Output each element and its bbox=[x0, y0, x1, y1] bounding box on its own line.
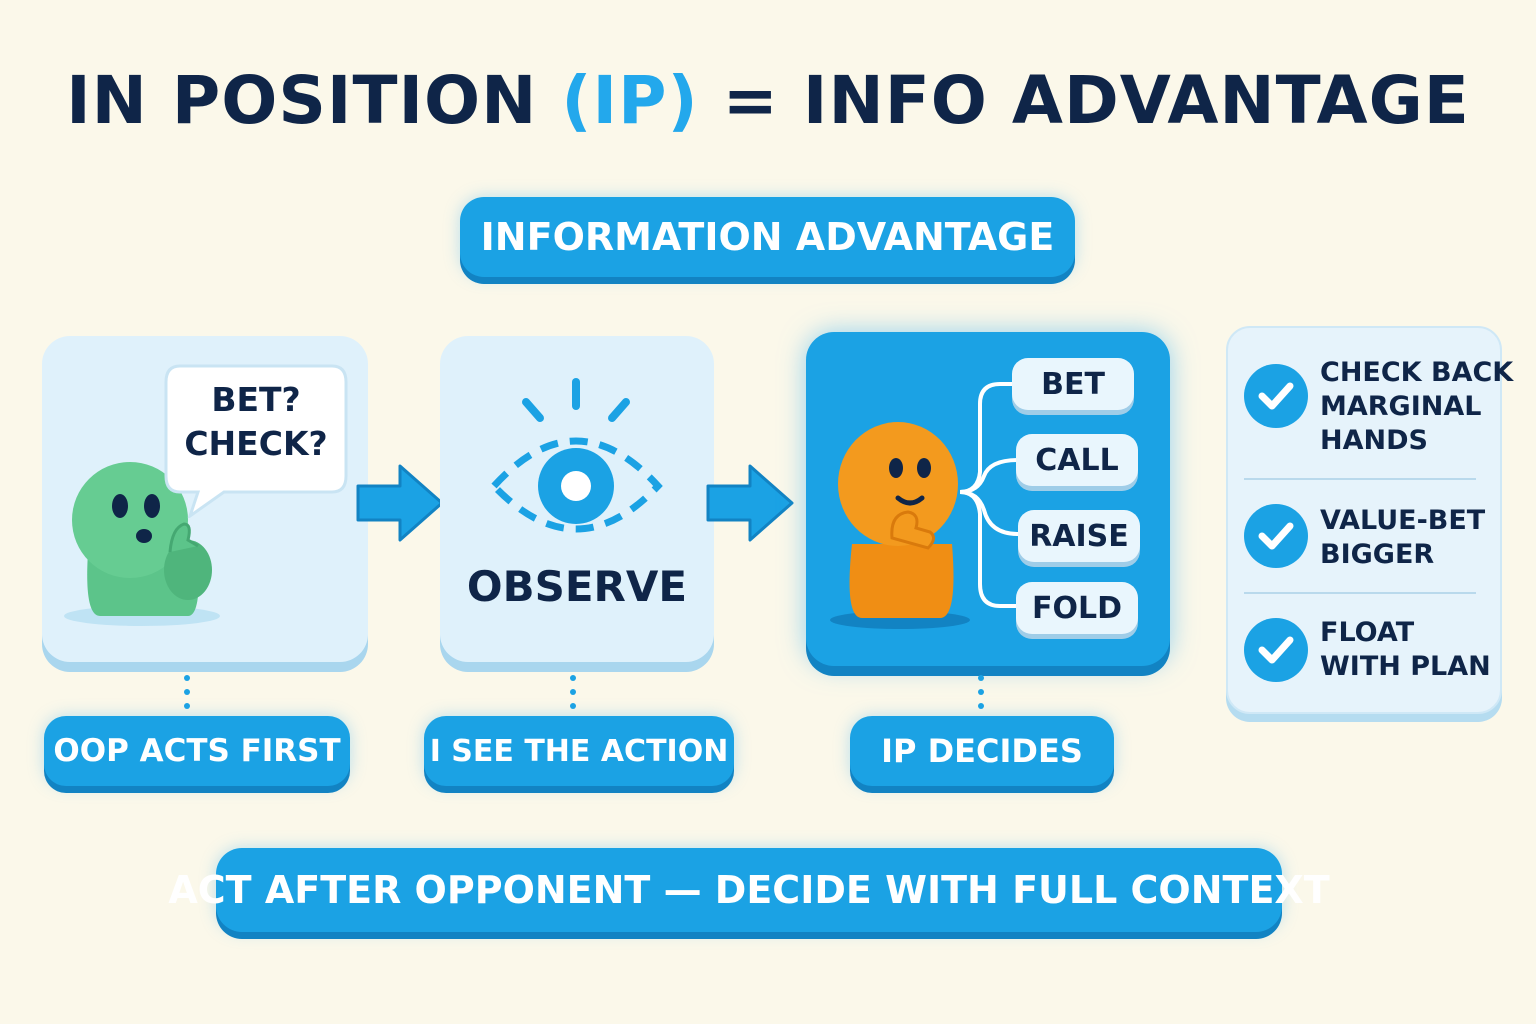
tip-line: HANDS bbox=[1320, 425, 1428, 456]
act-after-opponent-banner: ACT AFTER OPPONENT — DECIDE WITH FULL CO… bbox=[168, 848, 1330, 932]
ip-decides-label: IP DECIDES bbox=[850, 716, 1114, 786]
arrow-right-icon bbox=[706, 464, 794, 542]
tip-float: FLOAT WITH PLAN bbox=[1320, 616, 1491, 684]
dotted-connector bbox=[184, 675, 190, 709]
dotted-connector bbox=[978, 675, 984, 709]
orange-thinking-character-icon bbox=[830, 422, 970, 629]
green-thinking-character-icon bbox=[64, 462, 220, 626]
tip-line: WITH PLAN bbox=[1320, 651, 1491, 682]
decision-branch-lines bbox=[959, 382, 1019, 608]
tip-divider bbox=[1244, 478, 1476, 480]
tip-line: FLOAT bbox=[1320, 617, 1415, 648]
tip-check-back: CHECK BACK MARGINAL HANDS bbox=[1320, 356, 1513, 458]
check-circle-icon bbox=[1244, 364, 1308, 428]
tip-line: CHECK BACK bbox=[1320, 357, 1514, 388]
information-advantage-banner: INFORMATION ADVANTAGE bbox=[460, 197, 1075, 277]
page-title: IN POSITION (IP) = INFO ADVANTAGE bbox=[0, 62, 1536, 139]
option-fold: FOLD bbox=[1016, 582, 1138, 634]
check-circle-icon bbox=[1244, 504, 1308, 568]
bubble-line-check: CHECK? bbox=[184, 424, 328, 463]
observe-caption: OBSERVE bbox=[466, 562, 688, 611]
check-circle-icon bbox=[1244, 618, 1308, 682]
title-part-1: IN POSITION bbox=[66, 62, 562, 139]
tip-line: VALUE-BET bbox=[1320, 505, 1486, 536]
option-bet: BET bbox=[1012, 358, 1134, 410]
bubble-line-bet: BET? bbox=[211, 380, 301, 419]
tip-line: MARGINAL bbox=[1320, 391, 1482, 422]
speech-bubble-icon bbox=[164, 364, 348, 518]
eye-icon bbox=[489, 378, 663, 533]
dotted-connector bbox=[570, 675, 576, 709]
title-highlight: (IP) bbox=[561, 62, 699, 139]
tip-divider bbox=[1244, 592, 1476, 594]
i-see-the-action-label: I SEE THE ACTION bbox=[424, 716, 734, 786]
speech-bubble-text: BET? CHECK? bbox=[176, 378, 336, 466]
option-raise: RAISE bbox=[1018, 510, 1140, 562]
oop-acts-first-label: OOP ACTS FIRST bbox=[44, 716, 350, 786]
option-call: CALL bbox=[1016, 434, 1138, 486]
title-part-2: = INFO ADVANTAGE bbox=[698, 62, 1470, 139]
tip-value-bet: VALUE-BET BIGGER bbox=[1320, 504, 1485, 572]
arrow-right-icon bbox=[356, 464, 444, 542]
tip-line: BIGGER bbox=[1320, 539, 1435, 570]
